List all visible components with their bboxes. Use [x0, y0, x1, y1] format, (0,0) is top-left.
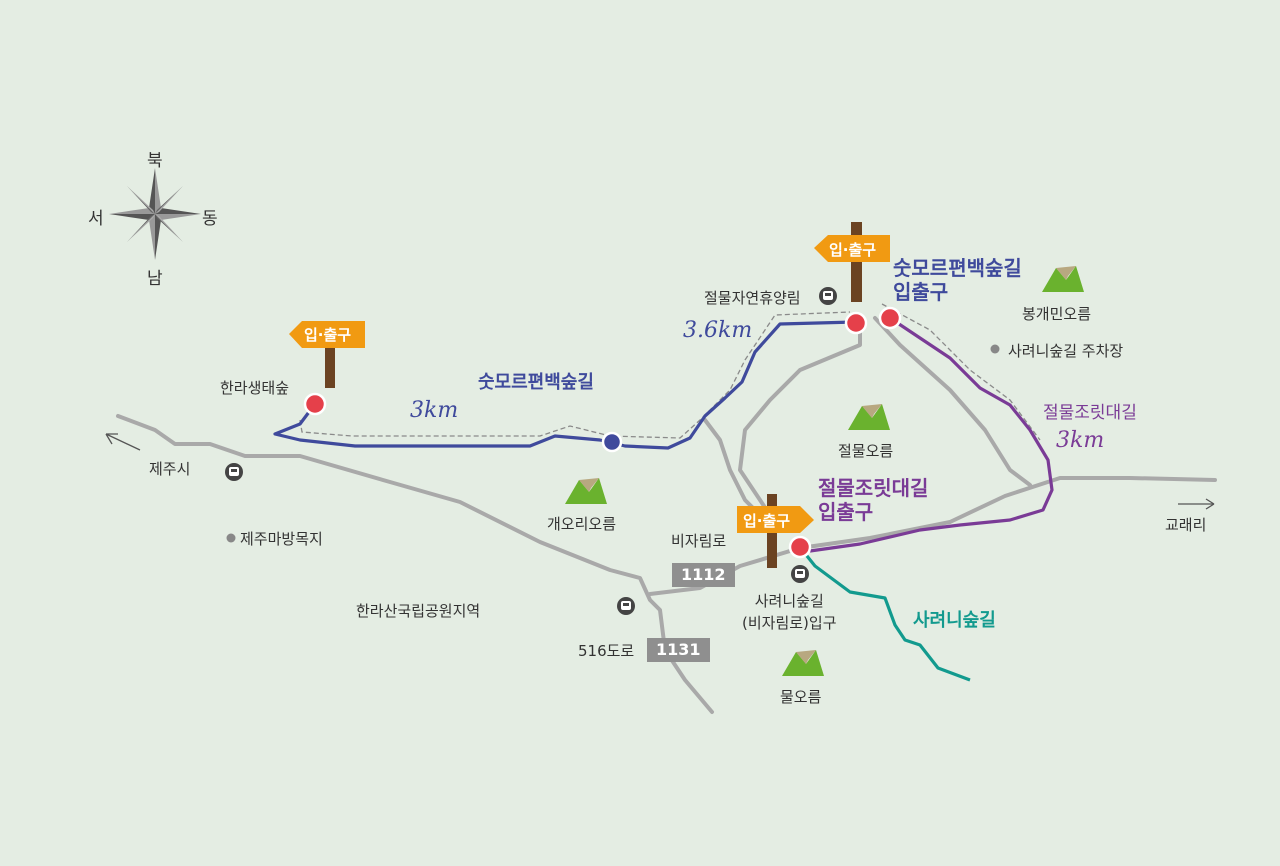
blue-trail-line	[273, 320, 856, 450]
mountain-icon-bonggaemin	[1042, 266, 1084, 292]
teal-trail-name: 사려니숲길	[913, 610, 996, 631]
bus-stop-icon-jeolmul	[819, 287, 837, 305]
signpost-icon-hanra	[289, 321, 365, 388]
blue-trail-dist-right: 3.6km	[683, 318, 753, 343]
purple-trail-dist: 3km	[1056, 428, 1105, 453]
blue-trail-entrance: 숫모르편백숲길 입출구	[893, 256, 1022, 304]
point-bijarim	[788, 535, 812, 559]
sign-label-jeolmul: 입·출구	[829, 241, 877, 259]
arrow-left-icon	[105, 433, 141, 451]
place-gaeori: 개오리오름	[547, 515, 617, 533]
signpost-icon-jeolmul	[814, 222, 890, 302]
entrance-points	[303, 306, 902, 559]
compass-west-label: 서	[88, 209, 104, 229]
place-jeju-city: 제주시	[149, 460, 191, 478]
mountain-icon-gaeori	[565, 478, 607, 504]
purple-trail-entrance-line2: 입출구	[818, 500, 874, 524]
mountain-icon-jeolmul	[848, 404, 890, 430]
blue-trail-entrance-line2: 입출구	[893, 280, 949, 304]
signpost-icon-bijarim	[737, 494, 814, 568]
place-saryeoni-parking: 사려니숲길 주차장	[1008, 342, 1124, 360]
point-blue-mid	[601, 431, 623, 453]
compass-south-label: 남	[147, 269, 163, 289]
road-badge-1131: 1131	[647, 638, 710, 662]
compass-north-label: 북	[147, 151, 163, 171]
blue-trail-dist-left: 3km	[410, 398, 459, 423]
place-jeolmul-oreum: 절물오름	[838, 442, 894, 460]
blue-trail-entrance-line1: 숫모르편백숲길	[893, 256, 1022, 280]
place-saryeoni-entrance-line1: 사려니숲길	[754, 592, 824, 610]
place-hallasan: 한라산국립공원지역	[356, 602, 481, 620]
bus-stop-icon-jeju	[225, 463, 243, 481]
place-bonggaemin: 봉개민오름	[1022, 305, 1092, 323]
compass-rose-icon	[109, 168, 201, 260]
bus-stop-icon-saryeoni	[791, 565, 809, 583]
place-road-516: 516도로	[578, 642, 635, 660]
purple-trail-name: 절물조릿대길	[1043, 403, 1137, 423]
place-dot-parking	[990, 344, 1000, 354]
blue-trail-name: 숫모르편백숲길	[478, 372, 594, 393]
point-jeolmul-east	[878, 306, 902, 330]
sign-label-hanra: 입·출구	[304, 326, 352, 344]
place-gyorae: 교래리	[1165, 516, 1207, 534]
road-jeolmul-east	[873, 316, 1032, 487]
purple-trail-entrance: 절물조릿대길 입출구	[818, 476, 928, 524]
walking-path-dashed	[299, 303, 1041, 441]
point-jeolmul	[844, 311, 868, 335]
place-mul-oreum: 물오름	[780, 688, 822, 706]
place-jeolmul-rec: 절물자연휴양림	[704, 289, 801, 307]
teal-trail-line	[801, 550, 971, 682]
bus-stop-icon-516	[617, 597, 635, 615]
place-dot-mabang	[226, 533, 236, 543]
compass-east-label: 동	[202, 209, 218, 229]
road-north-link	[703, 418, 762, 517]
place-hanra-forest: 한라생태숲	[220, 379, 290, 397]
sign-label-bijarim: 입·출구	[743, 512, 791, 530]
road-1112	[648, 476, 1217, 596]
place-bijarim-road: 비자림로	[671, 532, 727, 550]
place-saryeoni-entrance: 사려니숲길 (비자림로)입구	[742, 590, 837, 634]
road-main-west	[116, 414, 714, 714]
purple-trail-line	[809, 316, 1054, 553]
point-hanra	[303, 392, 327, 416]
mountain-icon-mul	[782, 650, 824, 676]
road-jeolmul-south	[738, 326, 862, 517]
place-jeju-mabang: 제주마방목지	[240, 530, 323, 548]
place-saryeoni-entrance-line2: (비자림로)입구	[742, 614, 837, 632]
road-badge-1112: 1112	[672, 563, 735, 587]
purple-trail-entrance-line1: 절물조릿대길	[818, 476, 929, 500]
arrow-right-icon	[1178, 498, 1215, 510]
